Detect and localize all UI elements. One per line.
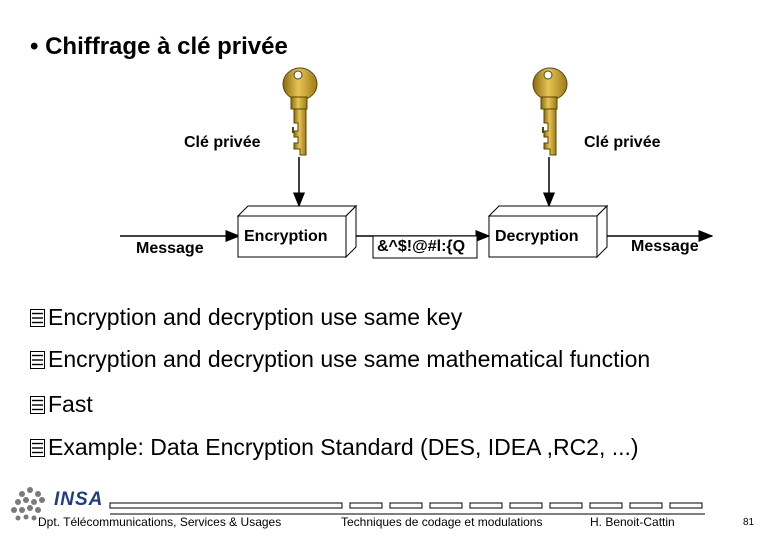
encryption-diagram	[120, 67, 714, 259]
bullet-item: Example: Data Encryption Standard (DES, …	[30, 434, 639, 461]
footer-department: Dpt. Télécommunications, Services & Usag…	[38, 515, 282, 529]
slide-title: • Chiffrage à clé privée	[30, 33, 288, 60]
bullet-icon	[30, 350, 45, 369]
input-message-label: Message	[136, 240, 204, 257]
ciphertext-box	[372, 235, 478, 259]
bullet-item: Fast	[30, 391, 93, 418]
page-number: 81	[743, 517, 755, 528]
insa-logo-text: INSA	[54, 489, 104, 510]
key-label-right: Clé privée	[584, 134, 661, 151]
encryption-box	[236, 204, 358, 259]
insa-logo-icon	[11, 487, 45, 521]
bullet-item: Encryption and decryption use same key	[30, 304, 462, 331]
ciphertext-label: &^$!@#l:{Q	[377, 238, 466, 255]
key-icon	[532, 67, 568, 156]
decryption-label: Decryption	[495, 228, 579, 245]
bullet-icon	[30, 395, 45, 414]
bullet-item: Encryption and decryption use same mathe…	[30, 346, 650, 373]
decryption-box	[487, 204, 609, 259]
key-label-left: Clé privée	[184, 134, 261, 151]
key-icon	[282, 67, 318, 156]
bullet-icon	[30, 438, 45, 457]
output-message-label: Message	[631, 238, 699, 255]
footer-decoration	[11, 487, 705, 521]
encryption-label: Encryption	[244, 228, 328, 245]
footer-author: H. Benoit-Cattin	[590, 515, 675, 529]
footer-course: Techniques de codage et modulations	[341, 515, 543, 529]
bullet-icon	[30, 308, 45, 327]
